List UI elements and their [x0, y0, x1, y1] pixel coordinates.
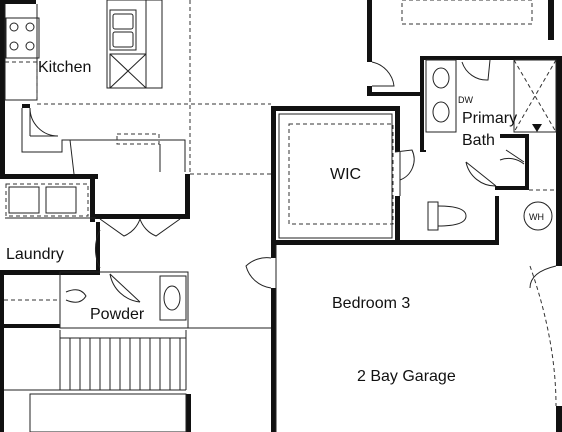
powder-sink-icon [159, 275, 187, 321]
sink-icon [109, 9, 137, 51]
garage-area [245, 245, 557, 432]
shower [513, 59, 557, 133]
water-heater-icon [523, 201, 553, 231]
room-label-kitchen: Kitchen [38, 59, 91, 76]
room-label-garage: 2 Bay Garage [357, 368, 456, 385]
stairs [4, 299, 187, 432]
room-label-primary-bath-line2: Bath [462, 132, 495, 149]
laundry-area [5, 183, 181, 269]
kitchen-island [106, 0, 163, 89]
room-label-bedroom-3: Bedroom 3 [332, 295, 410, 312]
kitchen-area [4, 0, 271, 175]
room-label-wic: WIC [330, 166, 361, 183]
powder-area [59, 271, 271, 329]
labels: Kitchen Laundry Powder WIC Primary Bath … [6, 59, 544, 385]
washer-icon [8, 186, 40, 214]
vanity [425, 59, 457, 133]
primary-bath-area [425, 59, 557, 231]
room-label-powder: Powder [90, 306, 145, 323]
room-label-laundry: Laundry [6, 246, 64, 263]
room-label-primary-bath-line1: Primary [462, 110, 517, 127]
dryer-icon [45, 186, 77, 214]
wic-area [278, 113, 415, 239]
upper-right-room [371, 0, 533, 87]
dishwasher-label: DW [458, 95, 473, 105]
water-heater-label: WH [529, 212, 544, 222]
